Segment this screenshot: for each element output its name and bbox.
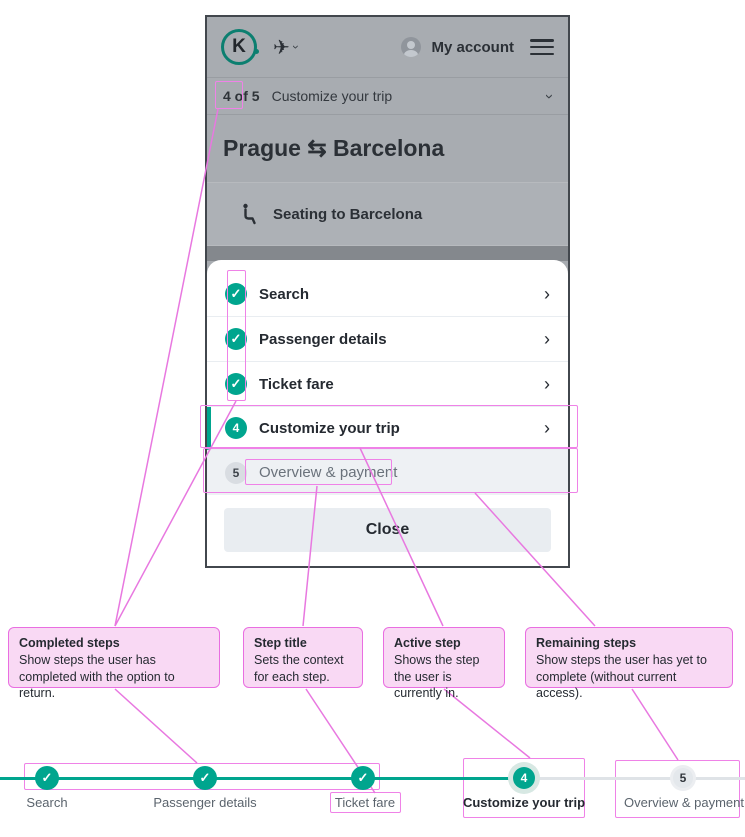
app-header: K ✈ › My account (207, 17, 568, 78)
callout-title: Step title (254, 636, 307, 650)
airplane-icon[interactable]: ✈ (273, 36, 290, 59)
check-circle-icon: ✓ (225, 328, 247, 350)
seating-card[interactable]: Seating to Barcelona (207, 182, 568, 246)
step-label: Passenger details (259, 330, 387, 348)
chevron-right-icon: › (544, 418, 550, 438)
callout-title: Active step (394, 636, 461, 650)
callout-step-title: Step title Sets the context for each ste… (243, 627, 363, 688)
hamburger-menu-icon[interactable] (530, 39, 554, 55)
avatar-icon[interactable] (401, 37, 422, 57)
chevron-down-icon[interactable]: › (541, 93, 558, 99)
step-number-badge: 4 (225, 417, 247, 439)
close-button[interactable]: Close (224, 508, 551, 552)
chevron-right-icon: › (544, 284, 550, 304)
step-row-ticket-fare[interactable]: ✓ Ticket fare › (207, 362, 568, 407)
callout-title: Remaining steps (536, 636, 637, 650)
step-row-passenger-details[interactable]: ✓ Passenger details › (207, 317, 568, 362)
step-row-overview-payment: 5 Overview & payment (207, 450, 568, 495)
phone-screenshot: K ✈ › My account 4 of 5 Customize your t… (205, 15, 570, 568)
check-circle-icon: ✓ (225, 283, 247, 305)
step-breadcrumb[interactable]: 4 of 5 Customize your trip › (207, 78, 568, 115)
kiwi-logo-icon[interactable]: K (221, 29, 259, 65)
callout-body: Show steps the user has completed with t… (19, 653, 175, 700)
stepper-label-search: Search (26, 795, 68, 810)
step-label: Customize your trip (259, 419, 400, 437)
stepper-remaining-line (524, 777, 745, 780)
chevron-down-icon[interactable]: › (288, 45, 303, 49)
callout-completed-steps: Completed steps Show steps the user has … (8, 627, 220, 700)
stepper-progress-line (0, 777, 524, 780)
stepper-check-passenger-details[interactable]: ✓ (193, 766, 217, 790)
logo-dot (254, 49, 259, 55)
stepper-label-passenger-details: Passenger details (153, 795, 257, 810)
step-label: Search (259, 285, 310, 303)
step-row-customize-your-trip[interactable]: 4 Customize your trip › (207, 407, 568, 450)
my-account-label[interactable]: My account (431, 38, 514, 56)
stepper-check-ticket-fare[interactable]: ✓ (351, 766, 375, 790)
callout-body: Show steps the user has yet to complete … (536, 653, 707, 700)
callout-active-step: Active step Shows the step the user is c… (383, 627, 505, 700)
stepper-label-overview-payment: Overview & payment (624, 795, 744, 810)
callout-body: Shows the step the user is currently in. (394, 653, 480, 700)
step-label: Ticket fare (259, 375, 334, 393)
step-count: 4 of 5 (223, 88, 260, 104)
step-number-badge: 5 (225, 461, 247, 484)
stepper-number-5: 5 (673, 768, 693, 788)
callout-title: Completed steps (19, 636, 120, 650)
stepper-check-search[interactable]: ✓ (35, 766, 59, 790)
steps-bottom-sheet: ✓ Search › ✓ Passenger details › ✓ Ticke… (207, 260, 568, 566)
check-circle-icon: ✓ (225, 373, 247, 395)
chevron-right-icon: › (544, 374, 550, 394)
seating-label: Seating to Barcelona (273, 205, 423, 223)
step-label: Overview & payment (259, 464, 398, 481)
stepper-active-halo[interactable]: 4 (508, 762, 540, 794)
trip-title-text: Prague ⇆ Barcelona (223, 135, 445, 161)
stepper-label-customize-your-trip: Customize your trip (462, 795, 586, 810)
dim-gap (207, 246, 568, 261)
callout-body: Sets the context for each step. (254, 653, 344, 684)
trip-title: Prague ⇆ Barcelona (207, 115, 568, 182)
stepper-remaining-halo: 5 (670, 765, 696, 791)
seat-icon (243, 203, 256, 225)
logo-letter: K (232, 36, 246, 57)
stepper-label-ticket-fare: Ticket fare (334, 795, 396, 810)
breadcrumb-title: Customize your trip (271, 88, 393, 104)
stepper-number-4: 4 (513, 767, 535, 789)
callout-remaining-steps: Remaining steps Show steps the user has … (525, 627, 733, 700)
step-row-search[interactable]: ✓ Search › (207, 272, 568, 317)
chevron-right-icon: › (544, 329, 550, 349)
